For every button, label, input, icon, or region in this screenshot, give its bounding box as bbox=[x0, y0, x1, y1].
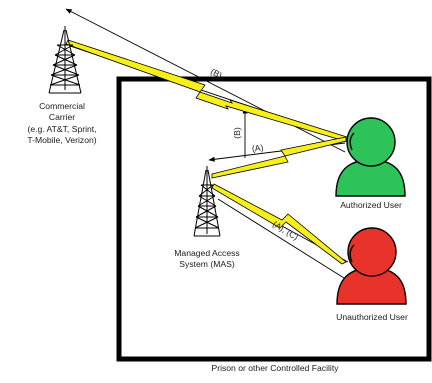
carrier-label-line-4: T-Mobile, Verizon) bbox=[27, 135, 96, 145]
facility-boundary bbox=[116, 76, 432, 362]
mas-label-line-1: Managed Access bbox=[174, 248, 239, 258]
unauthorized-user-icon bbox=[336, 227, 407, 305]
carrier-tower-icon bbox=[48, 26, 82, 94]
lightning-bolts bbox=[65, 39, 351, 265]
mas-label-line-2: System (MAS) bbox=[179, 259, 235, 269]
label-b-top: (B) bbox=[209, 66, 224, 80]
lightning-carrier-authorized bbox=[65, 39, 351, 143]
carrier-label-line-3: (e.g. AT&T, Sprint, bbox=[27, 124, 96, 134]
link-mas-unauth-2 bbox=[217, 198, 353, 284]
lightning-mas-authorized bbox=[211, 136, 347, 179]
link-b-top-arrow bbox=[65, 8, 346, 153]
lightning-mas-unauthorized bbox=[211, 183, 347, 265]
mas-tower-icon bbox=[193, 166, 221, 237]
label-a-group: (A) bbox=[251, 142, 264, 154]
facility-label: Prison or other Controlled Facility bbox=[211, 363, 339, 373]
authorized-user-label: Authorized User bbox=[340, 200, 402, 210]
label-b-top-group: (B) bbox=[209, 66, 224, 80]
unauthorized-user-label: Unauthorized User bbox=[336, 312, 408, 322]
label-b-vertical-group: (B) bbox=[232, 127, 242, 139]
label-b-vertical: (B) bbox=[232, 127, 242, 139]
authorized-user-icon bbox=[335, 117, 406, 197]
carrier-label-line-1: Commercial bbox=[39, 101, 85, 111]
carrier-label-line-2: Carrier bbox=[49, 112, 75, 122]
label-a: (A) bbox=[251, 142, 264, 154]
